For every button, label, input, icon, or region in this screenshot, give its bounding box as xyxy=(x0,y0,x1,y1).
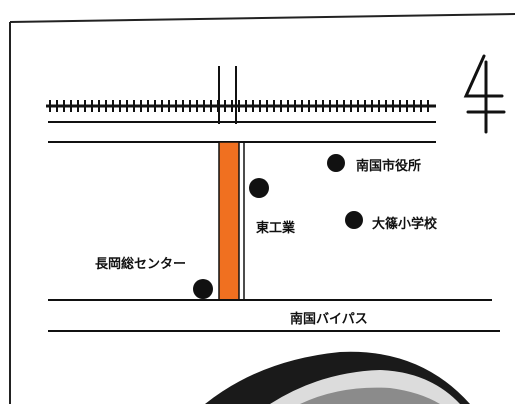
bottom-dark-arc xyxy=(205,351,470,404)
north-label: 北 xyxy=(0,0,1,1)
north-arrow-icon xyxy=(463,54,506,134)
label-center: 長岡総センター xyxy=(95,256,186,272)
map-frame xyxy=(9,13,515,404)
label-bypass: 南国バイパス xyxy=(290,311,368,327)
bypass-road xyxy=(48,299,500,332)
label-school: 大篠小学校 xyxy=(372,216,438,232)
landmark-dot-icon xyxy=(193,279,213,299)
highlighted-route xyxy=(218,141,245,301)
road-upper xyxy=(48,121,436,143)
railway-line xyxy=(46,100,436,112)
road-crossing xyxy=(218,66,237,124)
label-east-tech: 東工業 xyxy=(256,220,296,236)
landmark-dot-icon xyxy=(249,178,269,198)
landmark-dot-icon xyxy=(345,211,363,229)
landmark-dot-icon xyxy=(327,154,345,172)
label-city-hall: 南国市役所 xyxy=(356,158,421,174)
